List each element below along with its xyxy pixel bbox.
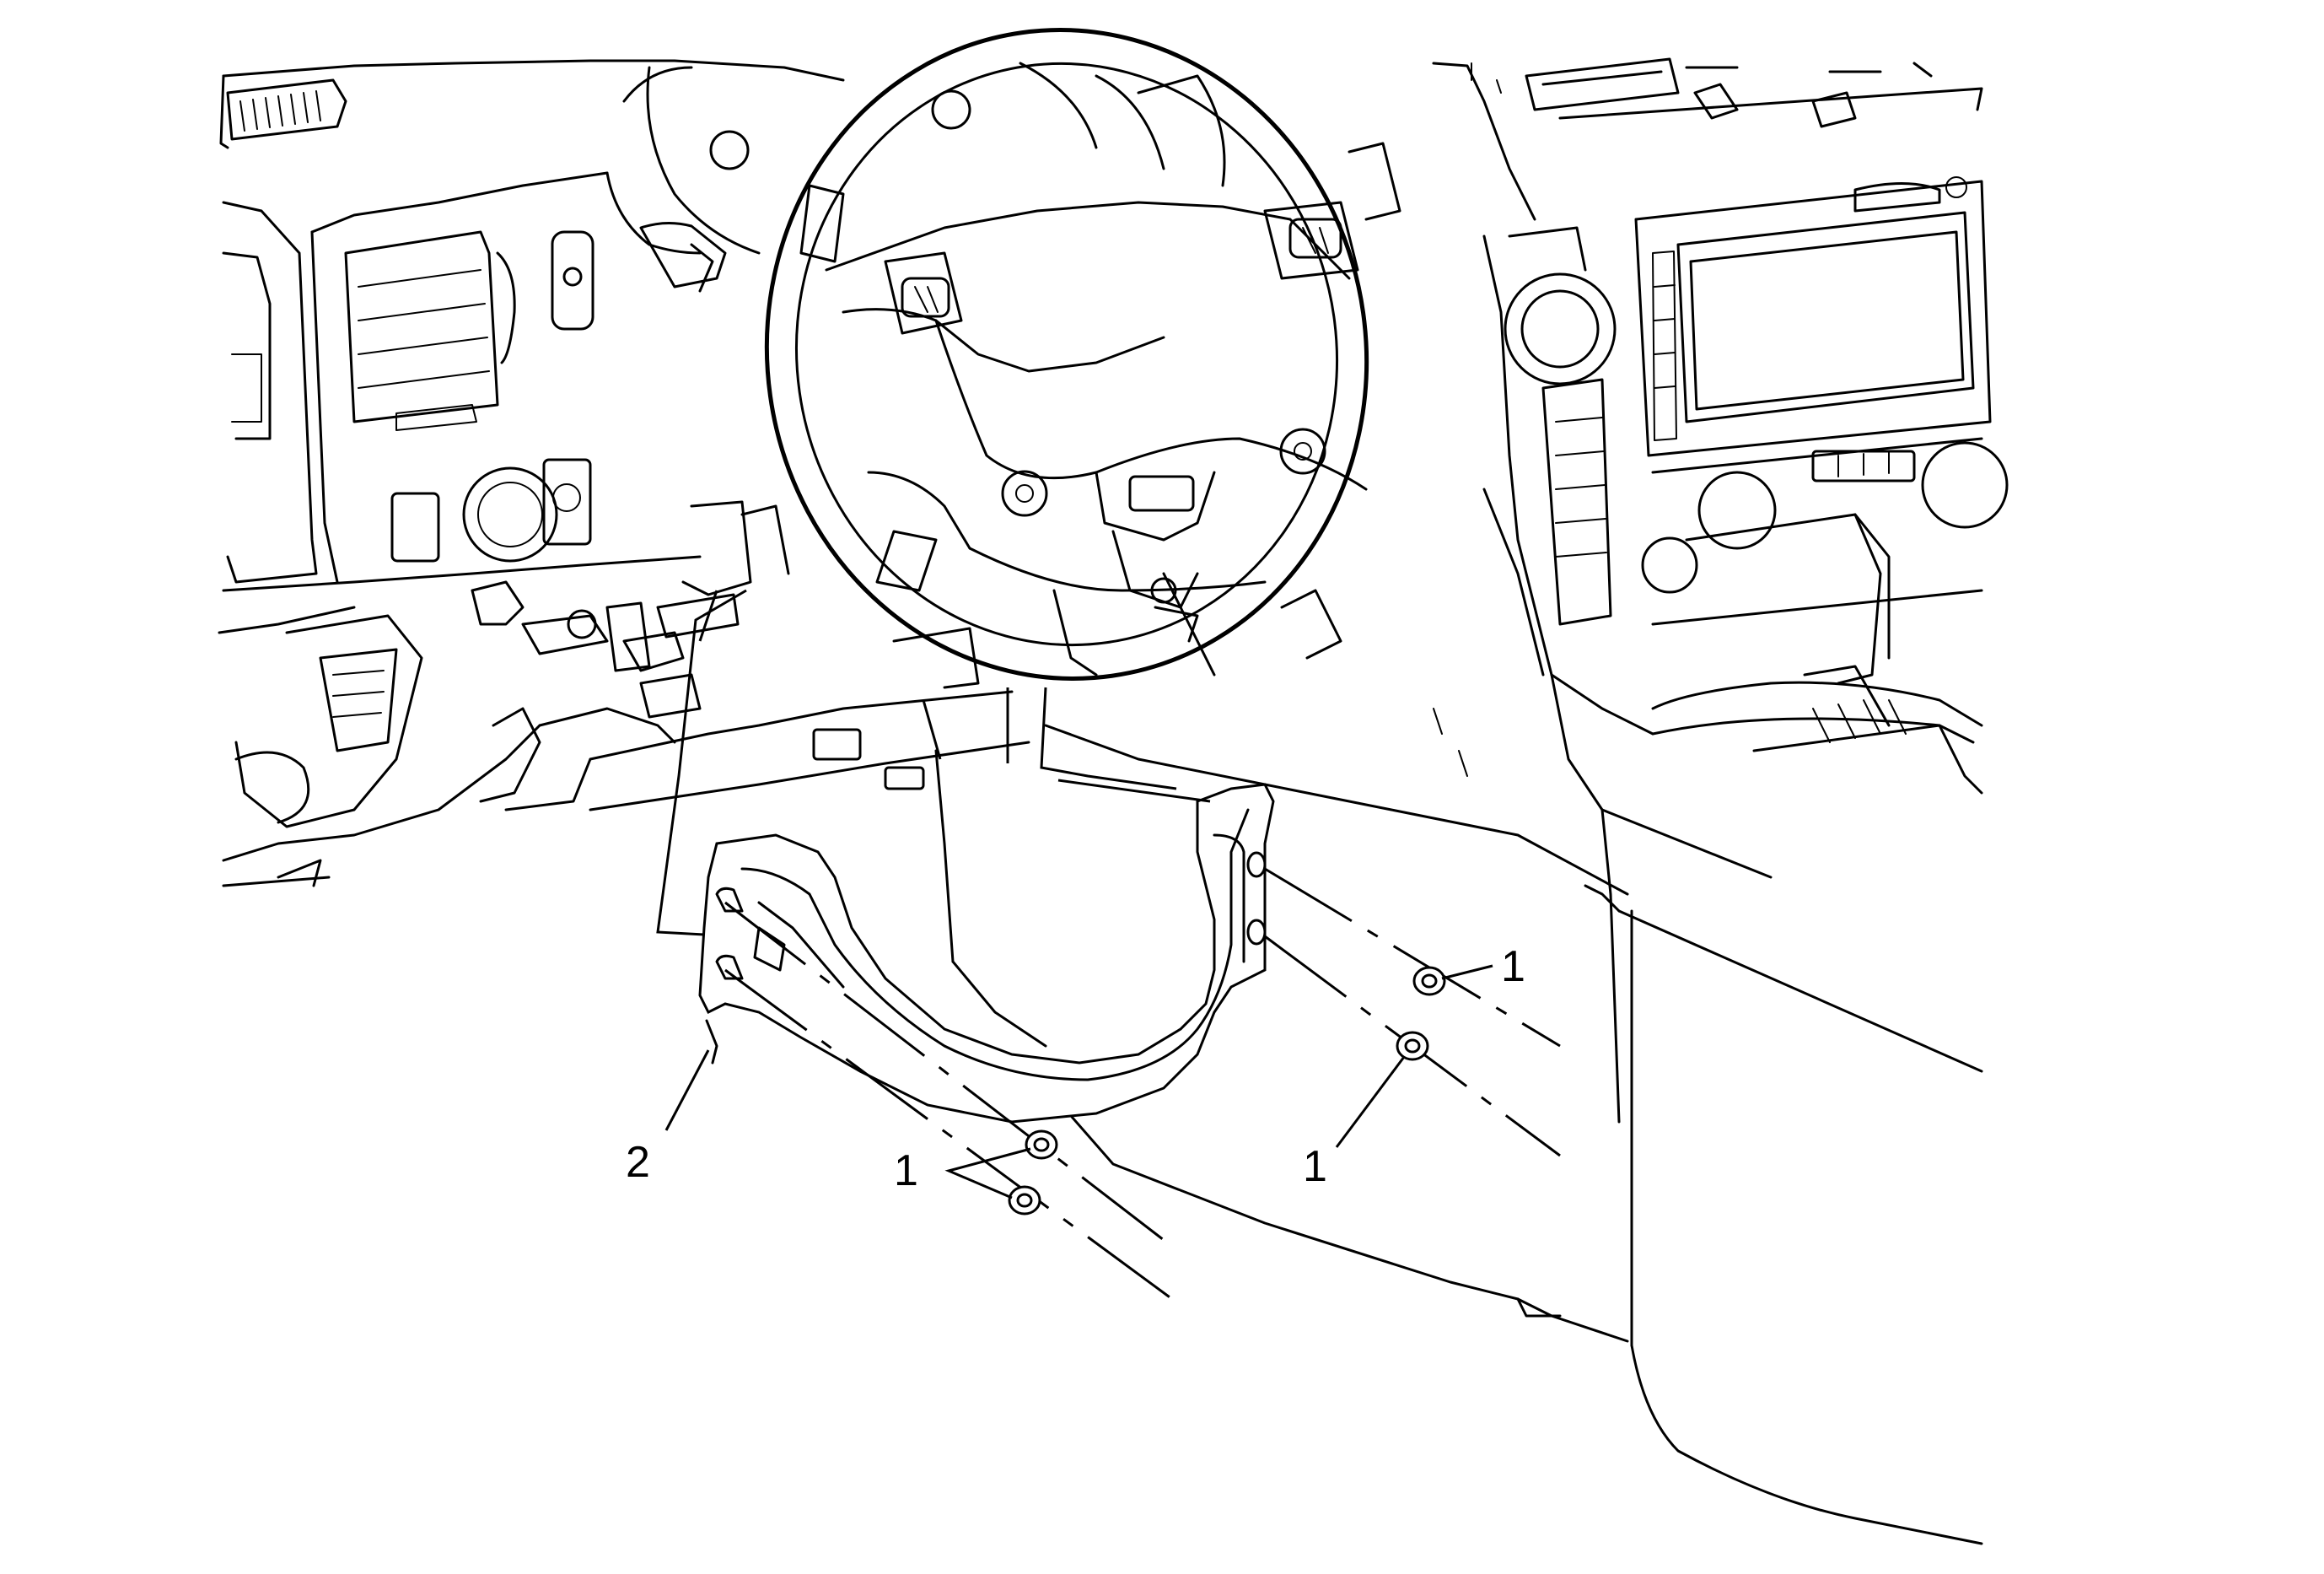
nut-left-upper [1025,1129,1058,1160]
steering-column-bracket [698,783,1275,1124]
steering-wheel [764,28,1401,681]
installation-lines [656,589,1211,936]
center-stack [1432,57,2009,1545]
callouts: 1 1 1 2 [626,942,1525,1199]
callout-1-upper-right: 1 [1501,942,1525,991]
instrument-cluster [605,62,1226,293]
nut-lower-right [1396,1031,1429,1061]
footwell-panel [934,724,1629,1343]
callout-1-lower-left: 1 [894,1146,918,1195]
instrument-panel [218,59,1030,887]
callout-2-bracket: 2 [626,1138,650,1187]
nut-left-lower [1008,1185,1041,1216]
nut-upper-right [1412,966,1446,996]
callout-1-lower-right: 1 [1303,1142,1327,1191]
fasteners [724,867,1561,1301]
